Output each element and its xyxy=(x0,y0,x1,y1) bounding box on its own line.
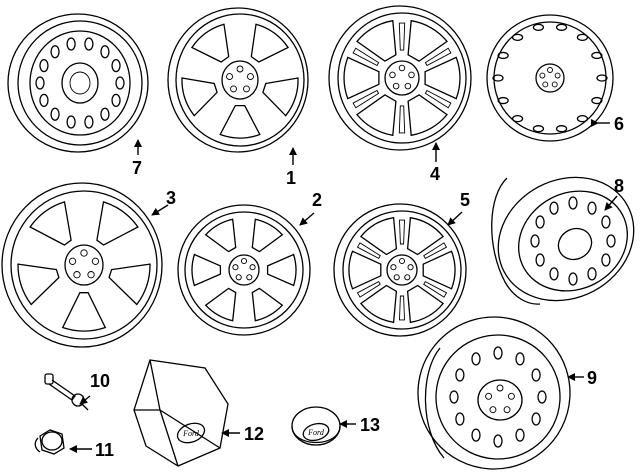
callout-12: 12 xyxy=(244,424,264,444)
alloy-wheel-4 xyxy=(328,5,472,151)
callout-1: 1 xyxy=(286,168,296,188)
callout-3: 3 xyxy=(166,188,176,208)
callout-7: 7 xyxy=(132,158,142,178)
callout-6: 6 xyxy=(614,114,624,134)
callout-9: 9 xyxy=(587,368,597,388)
callout-11: 11 xyxy=(95,440,114,460)
callout-8: 8 xyxy=(614,176,624,196)
center-cap-12: Ford xyxy=(133,359,229,467)
callout-4: 4 xyxy=(430,164,440,184)
callout-5: 5 xyxy=(460,190,470,210)
alloy-wheel-3 xyxy=(1,182,163,348)
svg-text:Ford: Ford xyxy=(307,428,325,437)
alloy-wheel-2 xyxy=(177,204,311,336)
alloy-wheel-5 xyxy=(333,203,467,337)
callout-2: 2 xyxy=(312,190,322,210)
steel-wheel-9 xyxy=(417,316,571,470)
spare-wheel-8 xyxy=(491,176,635,305)
lug-nut-11 xyxy=(34,429,65,455)
steel-wheel-7 xyxy=(7,13,149,153)
callout-13: 13 xyxy=(360,415,380,435)
alloy-wheel-1 xyxy=(167,7,309,153)
callout-leaders xyxy=(69,119,618,453)
callout-10: 10 xyxy=(90,371,110,391)
valve-stem-10 xyxy=(44,373,89,411)
wheel-cover-6 xyxy=(486,14,614,142)
center-cap-13: Ford xyxy=(291,406,341,446)
svg-text:Ford: Ford xyxy=(182,429,200,438)
